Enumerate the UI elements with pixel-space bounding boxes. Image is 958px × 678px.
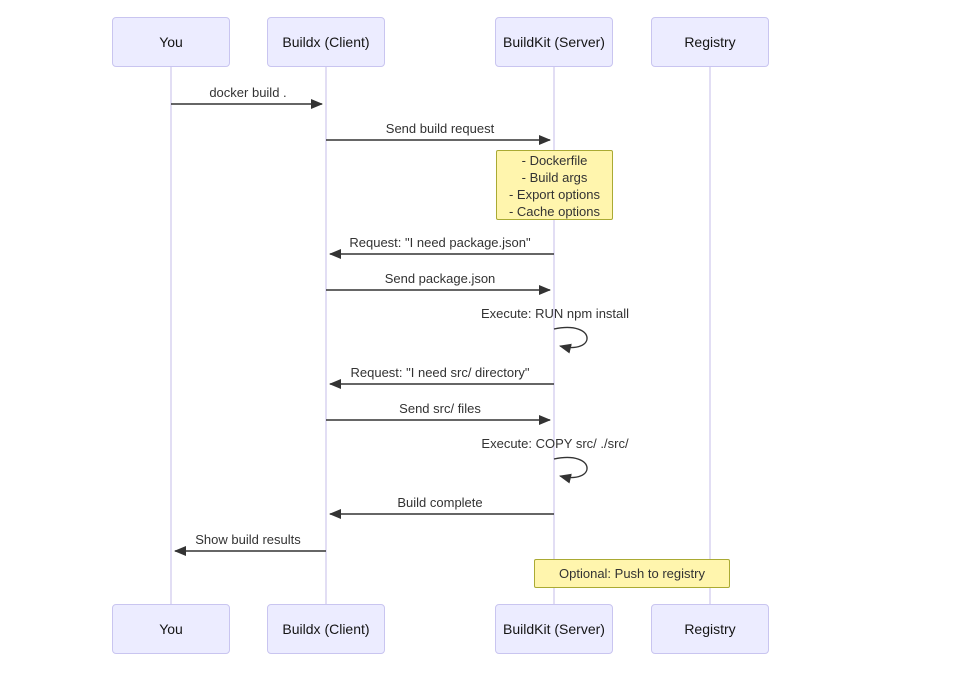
label-send-build-request: Send build request bbox=[385, 121, 495, 136]
participant-registry-top: Registry bbox=[651, 17, 769, 67]
participant-you-bottom: You bbox=[112, 604, 230, 654]
label-send-src-files: Send src/ files bbox=[399, 401, 481, 416]
selfloop-copy-src bbox=[553, 456, 588, 484]
label-request-src-directory: Request: "I need src/ directory" bbox=[350, 365, 530, 380]
participant-registry-bottom: Registry bbox=[651, 604, 769, 654]
label-request-package-json: Request: "I need package.json" bbox=[349, 235, 531, 250]
label-build-complete: Build complete bbox=[397, 495, 483, 510]
participant-buildkit-top: BuildKit (Server) bbox=[495, 17, 613, 67]
note-line-dockerfile: - Dockerfile bbox=[521, 153, 588, 168]
participant-buildx-bottom: Buildx (Client) bbox=[267, 604, 385, 654]
label-docker-build: docker build . bbox=[209, 85, 287, 100]
participant-buildx-top: Buildx (Client) bbox=[267, 17, 385, 67]
selfloop-run-npm-install bbox=[553, 326, 588, 354]
note-build-request-details: - Dockerfile - Build args - Export optio… bbox=[496, 150, 613, 220]
participant-buildkit-bottom: BuildKit (Server) bbox=[495, 604, 613, 654]
note-optional-push: Optional: Push to registry bbox=[534, 559, 730, 588]
note-line-build-args: - Build args bbox=[521, 170, 588, 185]
label-show-build-results: Show build results bbox=[195, 532, 301, 547]
label-send-package-json: Send package.json bbox=[384, 271, 496, 286]
note-line-export-options: - Export options bbox=[508, 187, 601, 202]
label-run-npm-install: Execute: RUN npm install bbox=[480, 306, 630, 321]
note-line-cache-options: - Cache options bbox=[508, 204, 601, 219]
label-copy-src: Execute: COPY src/ ./src/ bbox=[481, 436, 629, 451]
participant-you-top: You bbox=[112, 17, 230, 67]
